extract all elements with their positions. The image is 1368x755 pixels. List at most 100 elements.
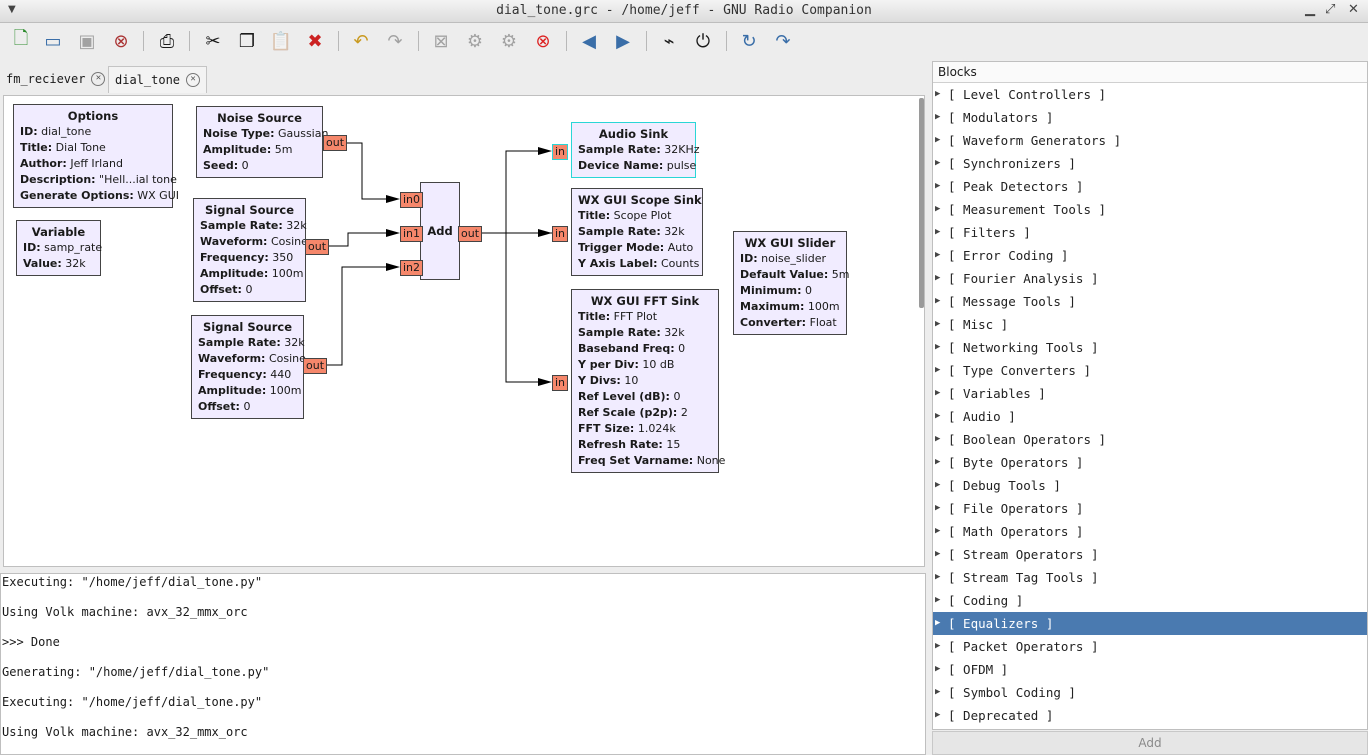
rotate-ccw-icon[interactable]: ◀ bbox=[582, 30, 596, 52]
expand-arrow-icon[interactable]: ▶ bbox=[935, 457, 941, 467]
category-row[interactable]: ▶[ Level Controllers ] bbox=[933, 83, 1367, 106]
expand-arrow-icon[interactable]: ▶ bbox=[935, 595, 941, 605]
expand-arrow-icon[interactable]: ▶ bbox=[935, 687, 941, 697]
expand-arrow-icon[interactable]: ▶ bbox=[935, 549, 941, 559]
audio-in-port[interactable]: in bbox=[552, 144, 569, 160]
expand-arrow-icon[interactable]: ▶ bbox=[935, 112, 941, 122]
expand-arrow-icon[interactable]: ▶ bbox=[935, 503, 941, 513]
noise-out-port[interactable]: out bbox=[323, 135, 348, 151]
expand-arrow-icon[interactable]: ▶ bbox=[935, 434, 941, 444]
expand-arrow-icon[interactable]: ▶ bbox=[935, 181, 941, 191]
close-tab-icon[interactable]: ✕ bbox=[91, 72, 106, 86]
category-row[interactable]: ▶[ Waveform Generators ] bbox=[933, 129, 1367, 152]
variable-block[interactable]: Variable ID: samp_rate Value: 32k bbox=[16, 220, 102, 276]
expand-arrow-icon[interactable]: ▶ bbox=[935, 273, 941, 283]
generate-icon[interactable]: ⌁ bbox=[663, 30, 675, 52]
reload-icon[interactable]: ↻ bbox=[741, 30, 757, 52]
expand-arrow-icon[interactable]: ▶ bbox=[935, 664, 941, 674]
category-row[interactable]: ▶[ Coding ] bbox=[933, 589, 1367, 612]
expand-arrow-icon[interactable]: ▶ bbox=[935, 204, 941, 214]
expand-arrow-icon[interactable]: ▶ bbox=[935, 641, 941, 651]
category-row[interactable]: ▶[ Packet Operators ] bbox=[933, 635, 1367, 658]
category-row[interactable]: ▶[ Measurement Tools ] bbox=[933, 198, 1367, 221]
rotate-cw-icon[interactable]: ▶ bbox=[616, 30, 630, 52]
category-row[interactable]: ▶[ Deprecated ] bbox=[933, 704, 1367, 727]
signal-source-block-2[interactable]: Signal Source Sample Rate: 32k Waveform:… bbox=[191, 315, 306, 419]
category-row[interactable]: ▶[ Message Tools ] bbox=[933, 290, 1367, 313]
tab-dial-tone[interactable]: dial_tone ✕ bbox=[108, 66, 208, 93]
wx-gui-slider-block[interactable]: WX GUI Slider ID: noise_slider Default V… bbox=[733, 231, 850, 335]
expand-arrow-icon[interactable]: ▶ bbox=[935, 411, 941, 421]
expand-arrow-icon[interactable]: ▶ bbox=[935, 710, 941, 720]
delete-icon[interactable]: ✖ bbox=[307, 30, 323, 52]
maximize-icon[interactable]: ⤢ bbox=[1325, 2, 1336, 17]
new-icon[interactable]: 🗋 bbox=[13, 28, 29, 49]
signal1-out-port[interactable]: out bbox=[305, 239, 330, 255]
expand-arrow-icon[interactable]: ▶ bbox=[935, 618, 941, 628]
fft-in-port[interactable]: in bbox=[552, 375, 569, 391]
kill-icon[interactable]: ⊗ bbox=[535, 30, 551, 52]
redo-icon[interactable]: ↷ bbox=[387, 30, 403, 52]
expand-arrow-icon[interactable]: ▶ bbox=[935, 158, 941, 168]
undo-icon[interactable]: ↶ bbox=[353, 30, 369, 52]
expand-arrow-icon[interactable]: ▶ bbox=[935, 572, 941, 582]
fft-sink-block[interactable]: WX GUI FFT Sink Title: FFT Plot Sample R… bbox=[571, 289, 725, 473]
expand-arrow-icon[interactable]: ▶ bbox=[935, 342, 941, 352]
audio-sink-block[interactable]: Audio Sink Sample Rate: 32KHz Device Nam… bbox=[571, 122, 700, 178]
expand-arrow-icon[interactable]: ▶ bbox=[935, 250, 941, 260]
category-row[interactable]: ▶[ Synchronizers ] bbox=[933, 152, 1367, 175]
expand-arrow-icon[interactable]: ▶ bbox=[935, 135, 941, 145]
copy-icon[interactable]: ❐ bbox=[238, 30, 256, 52]
category-row[interactable]: ▶[ Debug Tools ] bbox=[933, 474, 1367, 497]
add-out-port[interactable]: out bbox=[458, 226, 483, 242]
add-in1-port[interactable]: in1 bbox=[400, 226, 424, 242]
flowgraph-canvas[interactable]: Options ID: dial_tone Title: Dial Tone A… bbox=[3, 95, 925, 567]
expand-arrow-icon[interactable]: ▶ bbox=[935, 365, 941, 375]
expand-arrow-icon[interactable]: ▶ bbox=[935, 388, 941, 398]
window-menu-icon[interactable]: ▼ bbox=[8, 4, 16, 15]
expand-arrow-icon[interactable]: ▶ bbox=[935, 526, 941, 536]
add-block[interactable]: Add bbox=[420, 182, 460, 280]
cut-icon[interactable]: ✂ bbox=[205, 30, 221, 52]
close-icon[interactable]: ⊗ bbox=[113, 30, 129, 52]
noise-source-block[interactable]: Noise Source Noise Type: Gaussian Amplit… bbox=[196, 106, 328, 178]
category-row[interactable]: ▶[ Symbol Coding ] bbox=[933, 681, 1367, 704]
disable-icon[interactable]: ⊠ bbox=[433, 30, 449, 52]
minimize-icon[interactable]: ▁ bbox=[1305, 2, 1315, 17]
category-row[interactable]: ▶[ Networking Tools ] bbox=[933, 336, 1367, 359]
expand-arrow-icon[interactable]: ▶ bbox=[935, 319, 941, 329]
category-row[interactable]: ▶[ Math Operators ] bbox=[933, 520, 1367, 543]
signal2-out-port[interactable]: out bbox=[303, 358, 328, 374]
category-row[interactable]: ▶[ Peak Detectors ] bbox=[933, 175, 1367, 198]
options-block[interactable]: Options ID: dial_tone Title: Dial Tone A… bbox=[13, 104, 179, 208]
save-icon[interactable]: ▣ bbox=[78, 30, 96, 52]
print-icon[interactable]: ⎙ bbox=[159, 30, 175, 52]
scope-in-port[interactable]: in bbox=[552, 226, 569, 242]
category-row[interactable]: ▶[ Byte Operators ] bbox=[933, 451, 1367, 474]
add-block-button[interactable]: Add bbox=[932, 731, 1368, 755]
category-row[interactable]: ▶[ Error Coding ] bbox=[933, 244, 1367, 267]
bypass-icon[interactable]: ⚙ bbox=[466, 30, 484, 52]
expand-arrow-icon[interactable]: ▶ bbox=[935, 89, 941, 99]
canvas-scrollbar[interactable] bbox=[919, 98, 924, 308]
enable-icon[interactable]: ⚙ bbox=[500, 30, 518, 52]
close-window-icon[interactable]: ✕ bbox=[1348, 2, 1359, 17]
scope-sink-block[interactable]: WX GUI Scope Sink Title: Scope Plot Samp… bbox=[571, 188, 703, 276]
category-row[interactable]: ▶[ Type Converters ] bbox=[933, 359, 1367, 382]
signal-source-block-1[interactable]: Signal Source Sample Rate: 32k Waveform:… bbox=[193, 198, 308, 302]
category-row[interactable]: ▶[ File Operators ] bbox=[933, 497, 1367, 520]
category-row[interactable]: ▶[ Equalizers ] bbox=[933, 612, 1367, 635]
tab-fm-reciever[interactable]: fm_reciever ✕ bbox=[0, 66, 111, 92]
category-row[interactable]: ▶[ Modulators ] bbox=[933, 106, 1367, 129]
category-row[interactable]: ▶[ Fourier Analysis ] bbox=[933, 267, 1367, 290]
category-row[interactable]: ▶[ Boolean Operators ] bbox=[933, 428, 1367, 451]
expand-arrow-icon[interactable]: ▶ bbox=[935, 480, 941, 490]
category-row[interactable]: ▶[ Stream Tag Tools ] bbox=[933, 566, 1367, 589]
execute-icon[interactable]: ⏻ bbox=[695, 30, 711, 52]
category-row[interactable]: ▶[ Filters ] bbox=[933, 221, 1367, 244]
category-row[interactable]: ▶[ Stream Operators ] bbox=[933, 543, 1367, 566]
expand-arrow-icon[interactable]: ▶ bbox=[935, 296, 941, 306]
add-in2-port[interactable]: in2 bbox=[400, 260, 424, 276]
add-in0-port[interactable]: in0 bbox=[400, 192, 424, 208]
category-row[interactable]: ▶[ Audio ] bbox=[933, 405, 1367, 428]
